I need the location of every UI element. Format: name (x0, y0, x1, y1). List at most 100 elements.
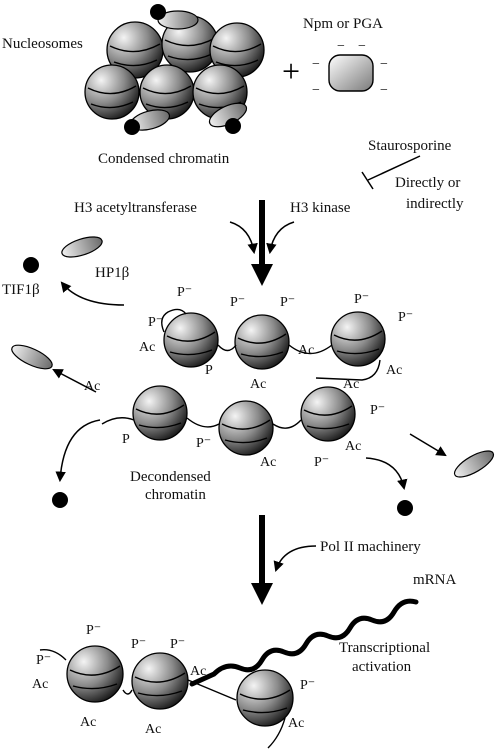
nucleosome (300, 386, 356, 442)
hp1-oval (61, 236, 103, 258)
nucleosomes-label: Nucleosomes (2, 36, 83, 52)
svg-text:−: − (312, 57, 320, 72)
svg-text:P⁻: P⁻ (370, 403, 385, 418)
nucleosome (218, 400, 274, 456)
nucleosome (234, 314, 290, 370)
h3-acetyltransferase-label: H3 acetyltransferase (74, 200, 197, 216)
linker-dna (101, 417, 135, 425)
svg-text:P⁻: P⁻ (300, 678, 315, 693)
kinase-arrow (266, 221, 295, 255)
svg-text:−: − (380, 57, 388, 72)
hp1-oval (11, 344, 53, 370)
svg-text:Ac: Ac (343, 377, 359, 392)
negative-charges: − − − − − − (312, 39, 388, 98)
svg-text:P⁻: P⁻ (196, 436, 211, 451)
inhibition-line (367, 155, 421, 181)
svg-text:Ac: Ac (250, 377, 266, 392)
nucleosome (330, 311, 386, 367)
h3-kinase-label: H3 kinase (290, 200, 351, 216)
svg-text:P⁻: P⁻ (148, 315, 163, 330)
mrna-label: mRNA (413, 572, 457, 588)
svg-text:P⁻: P⁻ (280, 295, 295, 310)
tif1-dot (150, 4, 166, 20)
hp1b-label: HP1β (95, 265, 129, 281)
linker-dna (122, 689, 133, 695)
staurosporine-label: Staurosporine (368, 138, 452, 154)
main-arrow-head (251, 264, 273, 286)
svg-text:−: − (337, 39, 345, 54)
tif1b-label: TIF1β (2, 282, 40, 298)
condensed-chromatin-cluster (84, 4, 265, 135)
svg-text:−: − (358, 39, 366, 54)
nucleosome (131, 652, 189, 710)
svg-text:P⁻: P⁻ (86, 623, 101, 638)
mrna-strand (189, 598, 419, 687)
release-arrow (409, 433, 447, 457)
linker-dna (315, 359, 381, 381)
linker-dna (267, 717, 286, 749)
decondensed-label-2: chromatin (145, 487, 206, 503)
pol2-machinery-label: Pol II machinery (320, 539, 421, 555)
linker-dna (217, 344, 237, 352)
svg-text:P⁻: P⁻ (131, 637, 146, 652)
svg-text:Ac: Ac (298, 343, 314, 358)
inhibition-bar (361, 171, 374, 190)
hp1-oval (453, 450, 495, 478)
release-arrow (365, 457, 408, 491)
nucleosome (66, 645, 124, 703)
svg-text:P⁻: P⁻ (230, 295, 245, 310)
svg-text:Ac: Ac (32, 677, 48, 692)
release-arrow (52, 369, 97, 393)
svg-text:P⁻: P⁻ (314, 455, 329, 470)
modification-labels: P⁻ P⁻ Ac Ac P⁻ P⁻ Ac Ac P⁻ Ac (32, 623, 315, 737)
svg-text:P⁻: P⁻ (354, 292, 369, 307)
tif1-dot (23, 257, 39, 273)
svg-text:Ac: Ac (80, 715, 96, 730)
acetyltransferase-arrow (229, 221, 258, 255)
decondensed-label-1: Decondensed (130, 469, 211, 485)
svg-text:P⁻: P⁻ (398, 310, 413, 325)
svg-text:Ac: Ac (139, 340, 155, 355)
svg-text:Ac: Ac (288, 716, 304, 731)
nucleosome (161, 15, 219, 73)
indirectly-label: indirectly (406, 196, 464, 212)
tif1-dot (124, 119, 140, 135)
plus-sign: + (282, 53, 300, 89)
tif1-dot (225, 118, 241, 134)
svg-text:Ac: Ac (84, 379, 100, 394)
linker-dna (186, 417, 220, 428)
linker-dna (272, 419, 302, 429)
npm-pga-label: Npm or PGA (303, 16, 383, 32)
svg-text:P⁻: P⁻ (170, 637, 185, 652)
linker-dna (187, 679, 237, 701)
transcriptional-label: Transcriptional (339, 640, 430, 656)
svg-text:−: − (312, 83, 320, 98)
nucleosome (163, 312, 219, 368)
histone-tail (39, 649, 67, 661)
nucleosome (236, 669, 294, 727)
npm-pga-box (328, 54, 374, 92)
nucleosome (132, 385, 188, 441)
pol2-arrow (273, 545, 317, 572)
histone-tail (161, 308, 187, 333)
tif1-dot (52, 492, 68, 508)
svg-text:−: − (380, 83, 388, 98)
svg-text:P: P (122, 432, 130, 447)
release-arrow (55, 419, 101, 483)
svg-text:Ac: Ac (190, 664, 206, 679)
svg-text:Ac: Ac (145, 722, 161, 737)
svg-text:P⁻: P⁻ (177, 285, 192, 300)
modification-labels: P⁻ P⁻ Ac P⁻ P⁻ P Ac Ac P⁻ P⁻ Ac Ac Ac P … (84, 285, 413, 470)
svg-text:P: P (205, 363, 213, 378)
activation-label: activation (352, 659, 412, 675)
main-arrow-head (251, 583, 273, 605)
svg-text:Ac: Ac (386, 363, 402, 378)
directly-label: Directly or (395, 175, 460, 191)
linker-dna (288, 344, 333, 355)
svg-text:Ac: Ac (345, 439, 361, 454)
svg-text:P⁻: P⁻ (36, 653, 51, 668)
tif1-dot (397, 500, 413, 516)
nucleosome (84, 64, 140, 120)
